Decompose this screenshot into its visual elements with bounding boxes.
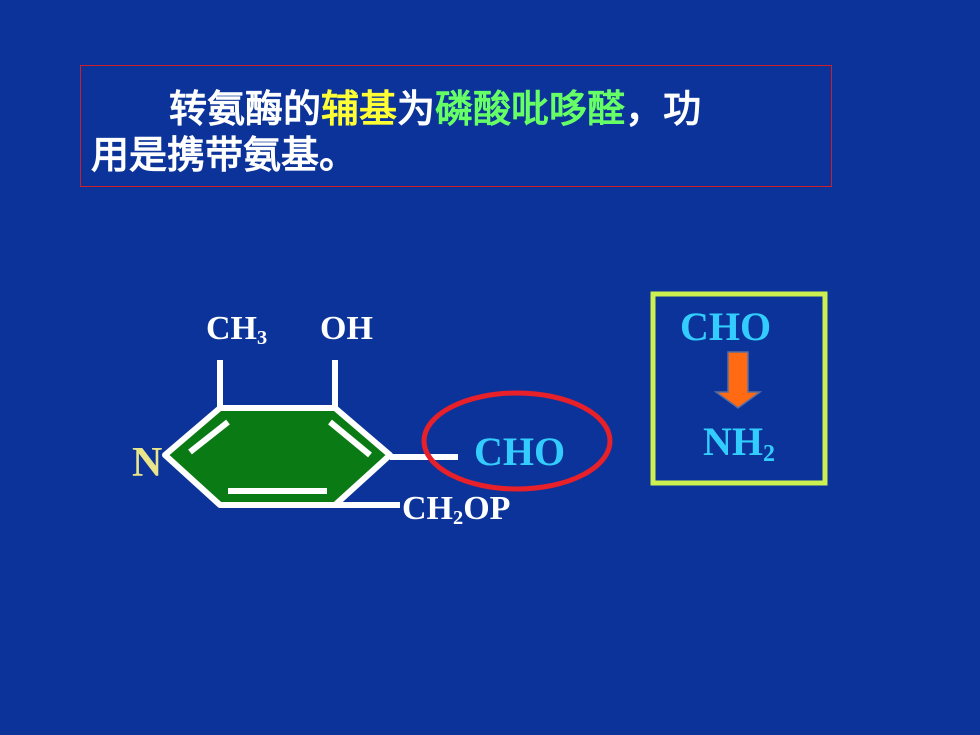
down-arrow-icon xyxy=(713,351,763,409)
statement-box: 转氨酶的辅基为磷酸吡哆醛，功 用是携带氨基。 xyxy=(80,65,832,187)
highlight-coenzyme: 辅基 xyxy=(321,86,398,131)
conversion-to-label: NH2 xyxy=(703,419,775,467)
double-bond-right xyxy=(328,419,372,458)
double-bond-left xyxy=(188,419,230,455)
oh-label: OH xyxy=(320,310,373,347)
conversion-box xyxy=(650,291,828,486)
highlight-circle xyxy=(421,390,613,492)
aldehyde-label: CHO xyxy=(474,429,566,474)
statement-text: 为 xyxy=(397,86,436,131)
statement-line-2: 用是携带氨基。 xyxy=(91,132,358,177)
statement-line-1: 转氨酶的辅基为磷酸吡哆醛，功 xyxy=(169,86,701,132)
nitrogen-label: N xyxy=(132,440,163,486)
highlight-plp: 磷酸吡哆醛 xyxy=(435,86,626,131)
ch3-label: CH3 xyxy=(206,310,268,350)
statement-text: 转氨酶的 xyxy=(169,86,322,131)
conversion-from-label: CHO xyxy=(680,304,772,349)
ch2op-label: CH2OP xyxy=(402,490,511,530)
statement-text: ，功 xyxy=(625,86,702,131)
